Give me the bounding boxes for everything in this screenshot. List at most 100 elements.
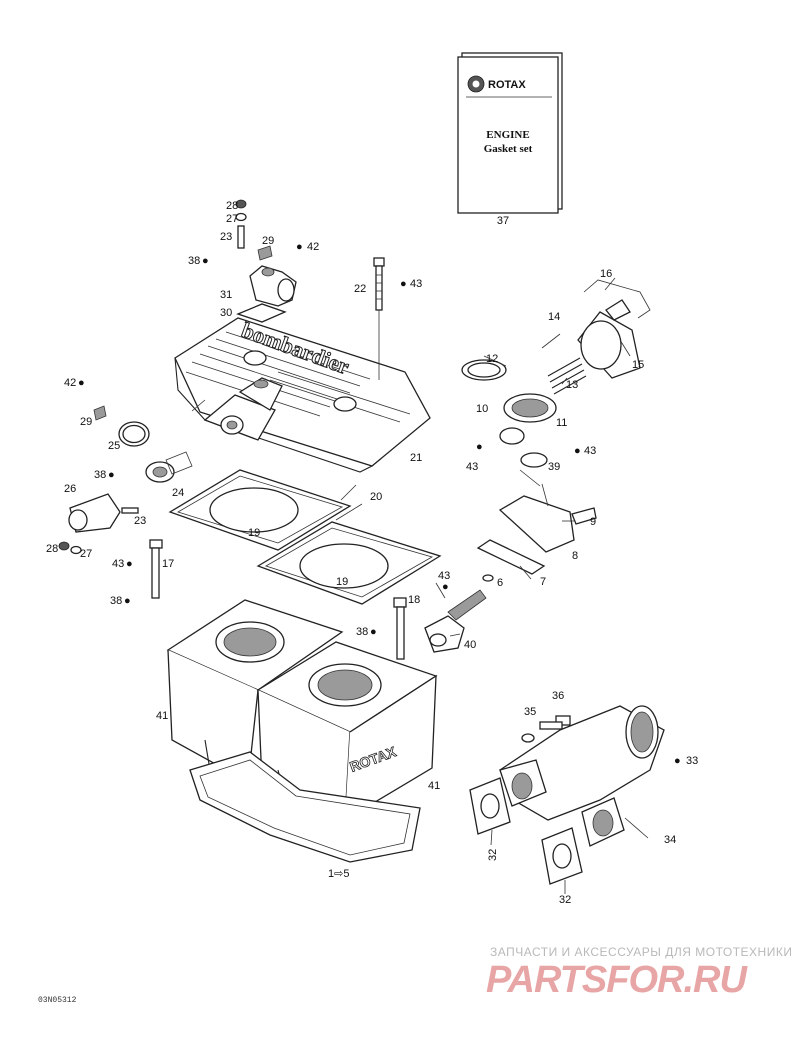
label-42b: 42 <box>64 377 76 389</box>
bolt-36 <box>539 721 563 730</box>
leader-lines <box>191 277 649 894</box>
oil-drop-icon: ● <box>574 445 581 457</box>
label-32b: 32 <box>559 894 571 906</box>
label-28: 28 <box>226 200 238 212</box>
oil-drop-icon: ● <box>124 595 131 607</box>
washer-35 <box>521 733 535 743</box>
washer-27b <box>70 545 82 555</box>
label-23: 23 <box>220 231 232 243</box>
label-43e: 43 <box>438 570 450 582</box>
label-27b: 27 <box>80 548 92 560</box>
label-14: 14 <box>548 311 560 323</box>
oil-drop-icon: ● <box>78 377 85 389</box>
label-27: 27 <box>226 213 238 225</box>
label-25: 25 <box>108 440 120 452</box>
watermark-subtitle: ЗАПЧАСТИ И АКСЕССУАРЫ ДЛЯ МОТОТЕХНИКИ <box>490 945 792 959</box>
label-24: 24 <box>172 487 184 499</box>
nut-28b <box>58 541 70 551</box>
cap-15 <box>605 299 631 321</box>
label-12: 12 <box>486 353 498 365</box>
label-20: 20 <box>370 491 382 503</box>
bolt-17 <box>151 547 160 599</box>
label-43: 43 <box>410 278 422 290</box>
gasket-7 <box>476 539 546 575</box>
booklet-title-1: ENGINE <box>486 129 529 141</box>
spring-clip-16 <box>583 279 651 319</box>
top-small-parts <box>235 199 385 380</box>
label-43d: 43 <box>112 558 124 570</box>
label-41: 41 <box>156 710 168 722</box>
bolt-18 <box>396 606 405 660</box>
callout-labels: 28 27 23 29 ● 42 38 ● 31 30 22 ● 43 16 1… <box>46 200 698 906</box>
label-1-5: 1⇨5 <box>328 868 349 880</box>
label-42: 42 <box>307 241 319 253</box>
booklet-brand: ROTAX <box>488 79 526 91</box>
label-38c: 38 <box>110 595 122 607</box>
label-36: 36 <box>552 690 564 702</box>
left-side-parts <box>58 405 193 599</box>
label-9: 9 <box>590 516 596 528</box>
oil-drop-icon: ● <box>476 441 483 453</box>
label-8: 8 <box>572 550 578 562</box>
oil-drop-icon: ● <box>370 626 377 638</box>
watermark-brand: PARTSFOR.RU <box>486 959 748 1001</box>
label-7: 7 <box>540 576 546 588</box>
label-38b: 38 <box>94 469 106 481</box>
base-gasket <box>189 751 421 863</box>
label-16: 16 <box>600 268 612 280</box>
label-19b: 19 <box>336 576 348 588</box>
bolt-18-head <box>393 597 407 608</box>
label-15: 15 <box>632 359 644 371</box>
label-40: 40 <box>464 639 476 651</box>
bolt-22-head <box>373 257 385 267</box>
label-18: 18 <box>408 594 420 606</box>
bolt-36-head <box>555 715 571 726</box>
watermark: ЗАПЧАСТИ И АКСЕССУАРЫ ДЛЯ МОТОТЕХНИКИ PA… <box>486 945 792 1001</box>
label-39: 39 <box>548 461 560 473</box>
label-32: 32 <box>487 849 499 861</box>
label-19: 19 <box>248 527 260 539</box>
oil-drop-icon: ● <box>126 558 133 570</box>
label-11: 11 <box>556 417 567 429</box>
nut-28 <box>235 199 247 209</box>
label-43c: 43 <box>466 461 478 473</box>
label-34: 34 <box>664 834 676 846</box>
o-ring-39 <box>520 452 548 468</box>
label-30: 30 <box>220 307 232 319</box>
booklet-title-2: Gasket set <box>484 143 533 155</box>
stud-23b <box>121 507 139 514</box>
booklet-part-number: 37 <box>497 215 509 227</box>
oil-drop-icon: ● <box>108 469 115 481</box>
washer-6 <box>482 574 494 582</box>
label-26: 26 <box>64 483 76 495</box>
bolt-22 <box>375 265 383 311</box>
label-33: 33 <box>686 755 698 767</box>
label-22: 22 <box>354 283 366 295</box>
head-gaskets <box>168 469 442 605</box>
drawing-code: 03N05312 <box>38 996 77 1005</box>
right-cylinder-parts <box>393 589 487 660</box>
label-31: 31 <box>220 289 232 301</box>
label-23b: 23 <box>134 515 146 527</box>
bolt-17-head <box>149 539 163 549</box>
label-10: 10 <box>476 403 488 415</box>
gasket-set-booklet: ROTAX ENGINE Gasket set 37 <box>457 52 563 227</box>
label-21: 21 <box>410 452 422 464</box>
piston-11 <box>499 427 525 445</box>
oil-drop-icon: ● <box>442 581 449 593</box>
label-35: 35 <box>524 706 536 718</box>
exhaust-manifold <box>469 705 665 885</box>
plug-29 <box>257 245 273 261</box>
outlet-elbow <box>236 265 297 323</box>
plug-29b <box>93 405 107 421</box>
stud-23 <box>237 225 245 249</box>
label-17: 17 <box>162 558 174 570</box>
spring-13 <box>547 357 587 395</box>
label-38d: 38 <box>356 626 368 638</box>
label-6: 6 <box>497 577 503 589</box>
label-43b: 43 <box>584 445 596 457</box>
label-38: 38 <box>188 255 200 267</box>
cylinders: ROTAX <box>166 599 438 841</box>
cylinder-head: bombardier <box>174 317 431 473</box>
